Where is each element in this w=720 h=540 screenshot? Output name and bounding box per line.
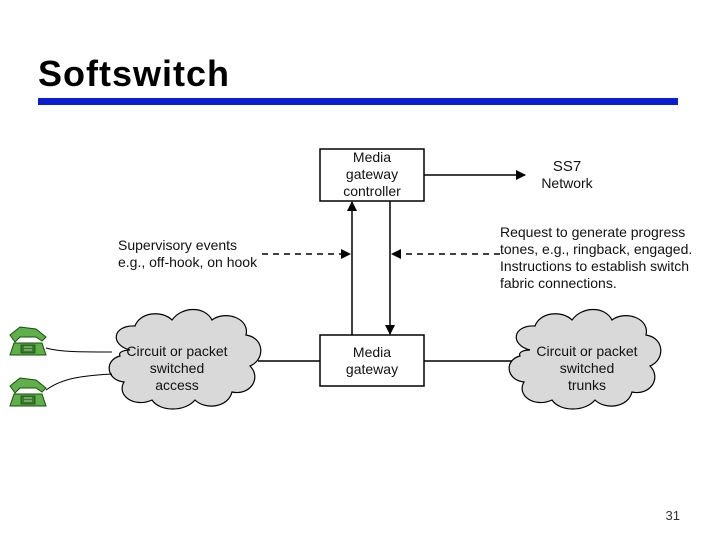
mgc-label: Media gateway controller: [343, 149, 401, 199]
slide-title: Softswitch: [38, 53, 231, 94]
request-label: Request to generate progress tones, e.g.…: [500, 224, 693, 291]
trunks-cloud-label: Circuit or packet switched trunks: [536, 343, 638, 393]
page-number: 31: [665, 508, 680, 523]
telephone-icon: [9, 326, 47, 356]
media-gateway-controller-box: [319, 148, 425, 202]
telephone-icon: [9, 377, 47, 407]
media-gateway-label: Media gateway: [345, 344, 399, 377]
access-cloud: [108, 308, 262, 410]
ss7-label: SS7 Network: [541, 158, 593, 191]
title-rule: [38, 98, 678, 105]
phone-line-1: [45, 347, 113, 353]
trunks-cloud: [508, 308, 662, 410]
phone-line-2: [45, 373, 113, 391]
access-cloud-label: Circuit or packet switched access: [126, 343, 228, 393]
supervisory-events-label: Supervisory events e.g., off-hook, on ho…: [118, 237, 258, 270]
